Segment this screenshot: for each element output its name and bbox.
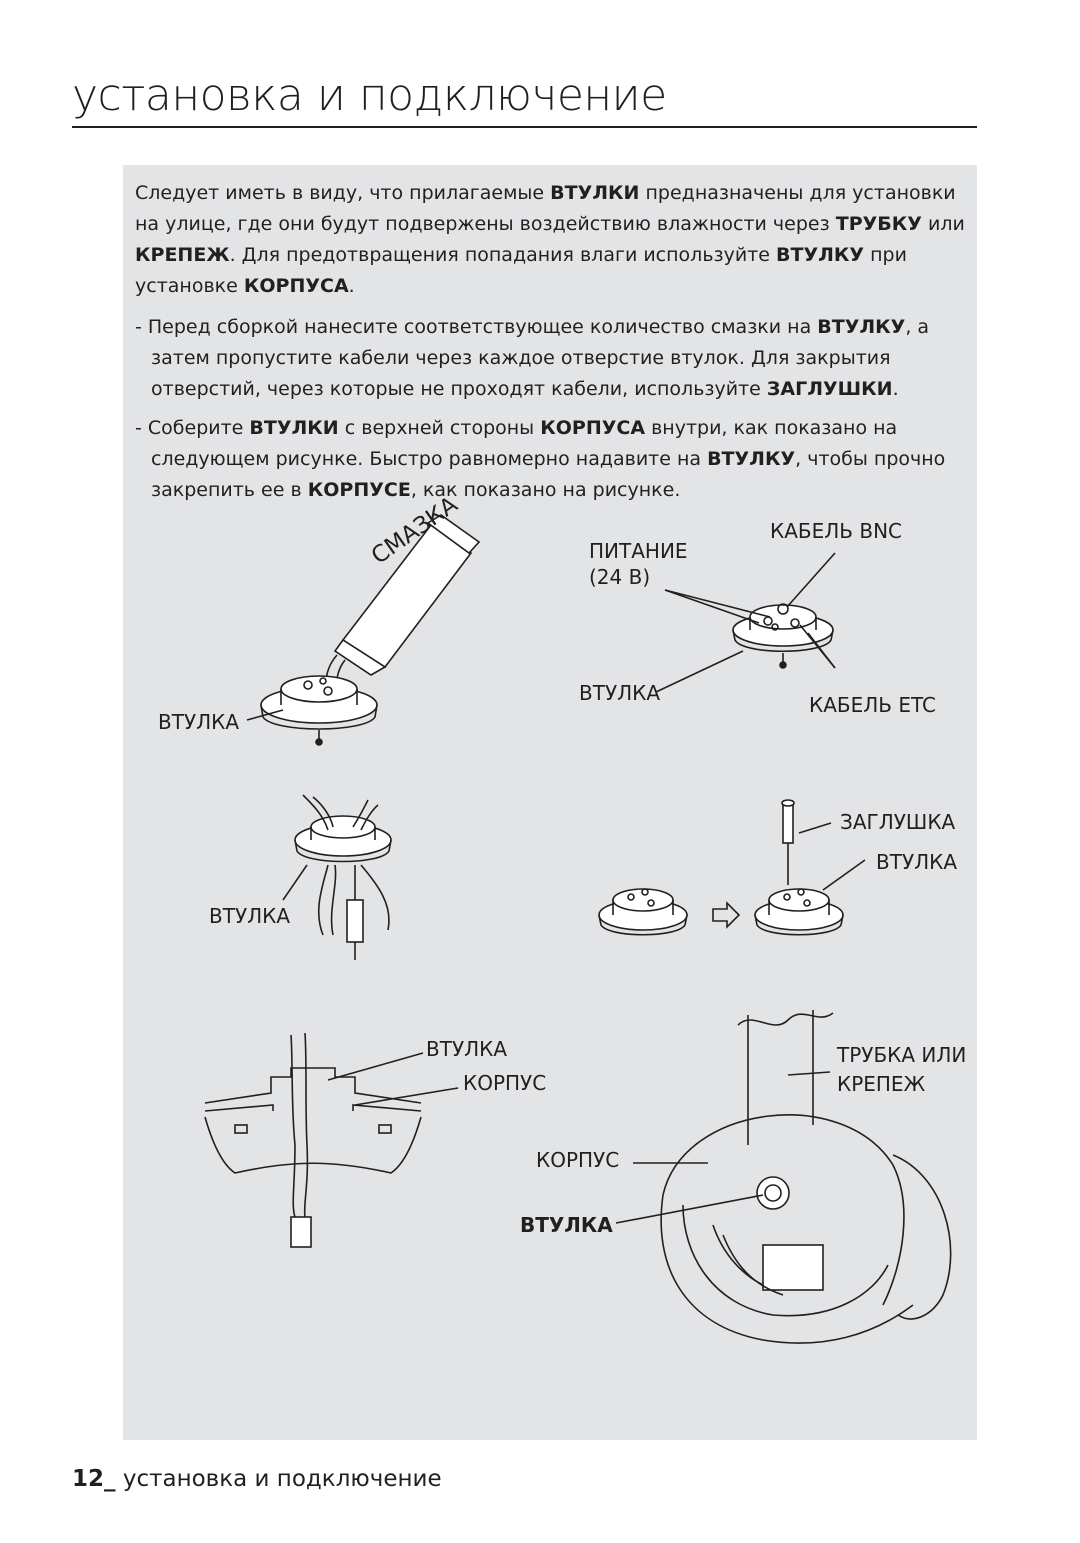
title-underline	[72, 126, 977, 128]
dome-camera-icon	[660, 1010, 952, 1344]
etc-cable-label: КАБЕЛЬ ETC	[809, 693, 937, 717]
bnc-cable-label: КАБЕЛЬ BNC	[770, 519, 903, 543]
housing-cross-section-icon	[204, 1032, 422, 1248]
page-footer: 12_ установка и подключение	[72, 1468, 442, 1491]
housing-label-1: КОРПУС	[463, 1071, 547, 1095]
bushing-before-icon	[598, 888, 688, 936]
figure-drawings	[204, 514, 952, 1344]
installation-figure: СМАЗКА ВТУЛКА ПИТАНИЕ (24 В) КАБЕЛЬ BNC …	[123, 492, 977, 1440]
instruction-text: Следует иметь в виду, что прилагаемые ВТ…	[135, 178, 975, 514]
plug-label: ЗАГЛУШКА	[840, 810, 956, 834]
bullet-assemble: - Соберите ВТУЛКИ с верхней стороны КОРП…	[135, 417, 946, 501]
pipe-or-mount-label-1: ТРУБКА ИЛИ	[837, 1043, 967, 1067]
grease-tube-icon	[325, 514, 481, 696]
bushing-label-6: ВТУЛКА	[520, 1213, 613, 1237]
bushing-label-1: ВТУЛКА	[158, 710, 240, 734]
plug-icon	[781, 799, 795, 885]
pipe-or-mount-label-2: КРЕПЕЖ	[837, 1072, 926, 1096]
bushing-icon	[260, 675, 378, 746]
bushing-after-icon	[754, 888, 844, 936]
power-voltage-label: (24 В)	[589, 565, 651, 589]
intro-paragraph: Следует иметь в виду, что прилагаемые ВТ…	[135, 182, 965, 297]
bushing-label-5: ВТУЛКА	[426, 1037, 508, 1061]
content-panel	[123, 165, 977, 1440]
bushing-label-2: ВТУЛКА	[579, 681, 661, 705]
power-label: ПИТАНИЕ	[589, 539, 688, 563]
footer-section: установка и подключение	[115, 1466, 442, 1492]
page-number: 12_	[72, 1466, 116, 1492]
arrow-right-icon	[712, 901, 741, 929]
housing-label-2: КОРПУС	[536, 1148, 620, 1172]
bullet-grease: - Перед сборкой нанесите соответствующее…	[135, 316, 930, 400]
bushing-label-4: ВТУЛКА	[876, 850, 958, 874]
bushing-label-3: ВТУЛКА	[209, 904, 291, 928]
page-title: установка и подключение	[72, 70, 667, 121]
bushing-cables-icon	[732, 603, 834, 669]
bushing-wires-icon	[294, 794, 392, 960]
